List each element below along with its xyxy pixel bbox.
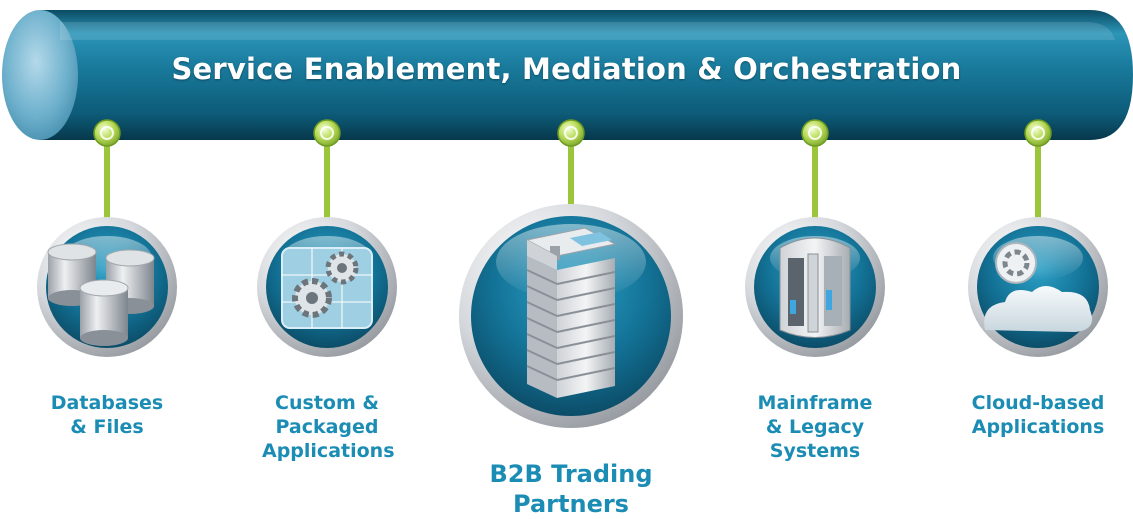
connectors [93, 119, 1052, 226]
pipe-end-cap [2, 10, 78, 140]
label-line: B2B Trading [489, 460, 653, 488]
node-custom-apps [257, 217, 397, 357]
pipe-banner [2, 10, 1133, 140]
connector-mainframe [801, 119, 829, 226]
label-b2b: B2B Trading Partners [486, 459, 656, 519]
label-line: Cloud-based [971, 392, 1105, 414]
label-line: Systems [769, 440, 861, 462]
pipe-highlight [60, 22, 1115, 40]
connector-databases [93, 119, 121, 226]
label-line: Mainframe [757, 392, 873, 414]
application-gears-icon [281, 247, 373, 329]
node-cloud [968, 217, 1108, 357]
label-line: Partners [513, 490, 629, 518]
label-line: Applications [262, 440, 395, 462]
label-databases: Databases & Files [47, 391, 167, 439]
office-building-icon [525, 227, 617, 398]
label-cloud: Cloud-based Applications [968, 391, 1108, 439]
connector-b2b [557, 119, 585, 212]
pipe-body [40, 10, 1133, 140]
connector-custom-apps [313, 119, 341, 226]
database-cylinders-icon [47, 243, 155, 346]
mainframe-server-icon [779, 237, 851, 338]
cloud-icon [984, 242, 1093, 332]
label-line: Packaged [275, 416, 379, 438]
node-b2b [459, 204, 683, 428]
label-custom-apps: Custom & Packaged Applications [262, 391, 395, 463]
label-mainframe: Mainframe & Legacy Systems [750, 391, 880, 463]
label-line: Applications [971, 416, 1105, 438]
node-databases [37, 217, 177, 357]
label-line: & Files [70, 416, 144, 438]
label-line: & Legacy [765, 416, 865, 438]
banner-title: Service Enablement, Mediation & Orchestr… [171, 52, 962, 86]
node-mainframe [745, 217, 885, 357]
connector-cloud [1024, 119, 1052, 226]
label-line: Custom & [275, 392, 379, 414]
label-line: Databases [50, 392, 164, 414]
